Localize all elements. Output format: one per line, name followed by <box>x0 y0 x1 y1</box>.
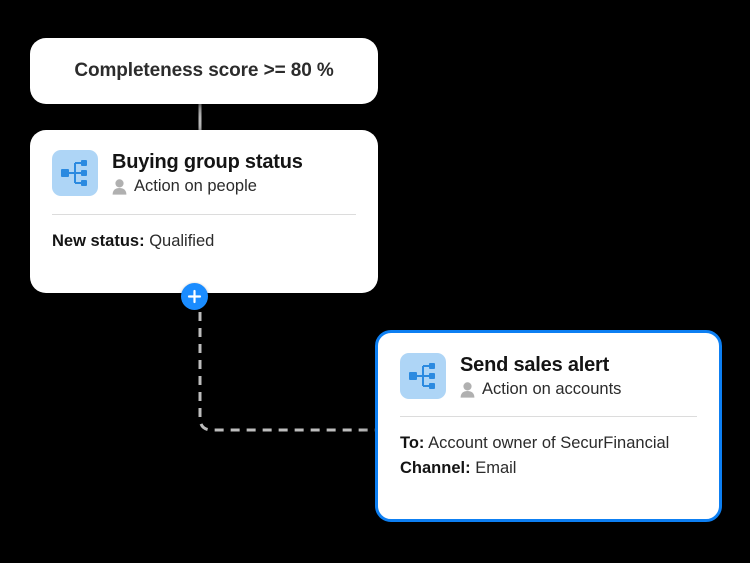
card-header-texts: Buying group status Action on people <box>112 150 303 197</box>
field-new-status: New status: Qualified <box>52 229 356 255</box>
card-subtitle-row: Action on accounts <box>460 380 621 400</box>
field-label: New status: <box>52 231 145 250</box>
card-header: Send sales alert Action on accounts <box>400 353 697 400</box>
card-subtitle-row: Action on people <box>112 177 303 197</box>
connector-buying-group-to-sales-alert <box>198 296 378 432</box>
card-subtitle: Action on accounts <box>482 380 622 398</box>
plus-icon <box>187 289 202 304</box>
field-value: Account owner of SecurFinancial <box>428 433 670 452</box>
card-divider <box>400 415 697 417</box>
field-label: Channel: <box>400 459 471 478</box>
field-to: To: Account owner of SecurFinancial <box>400 431 697 457</box>
card-title: Send sales alert <box>460 354 610 376</box>
person-icon <box>112 179 127 195</box>
card-subtitle: Action on people <box>134 177 257 195</box>
add-step-button[interactable] <box>181 283 208 310</box>
card-body: To: Account owner of SecurFinancial Chan… <box>400 431 697 482</box>
buying-group-icon <box>52 150 98 196</box>
card-divider <box>52 213 356 215</box>
field-channel: Channel: Email <box>400 456 697 482</box>
card-body: New status: Qualified <box>52 229 356 255</box>
card-header-texts: Send sales alert Action on accounts <box>460 353 621 400</box>
condition-text: Completeness score >= 80 % <box>74 60 334 81</box>
buying-group-status-node[interactable]: Buying group status Action on people New… <box>30 130 378 293</box>
field-value: Qualified <box>149 231 215 250</box>
card-header: Buying group status Action on people <box>52 150 356 197</box>
field-value: Email <box>475 459 517 478</box>
buying-group-icon <box>400 353 446 399</box>
field-label: To: <box>400 433 425 452</box>
condition-node[interactable]: Completeness score >= 80 % <box>30 38 378 104</box>
send-sales-alert-node[interactable]: Send sales alert Action on accounts To: … <box>375 330 722 522</box>
card-title: Buying group status <box>112 151 303 173</box>
person-icon <box>460 382 475 398</box>
